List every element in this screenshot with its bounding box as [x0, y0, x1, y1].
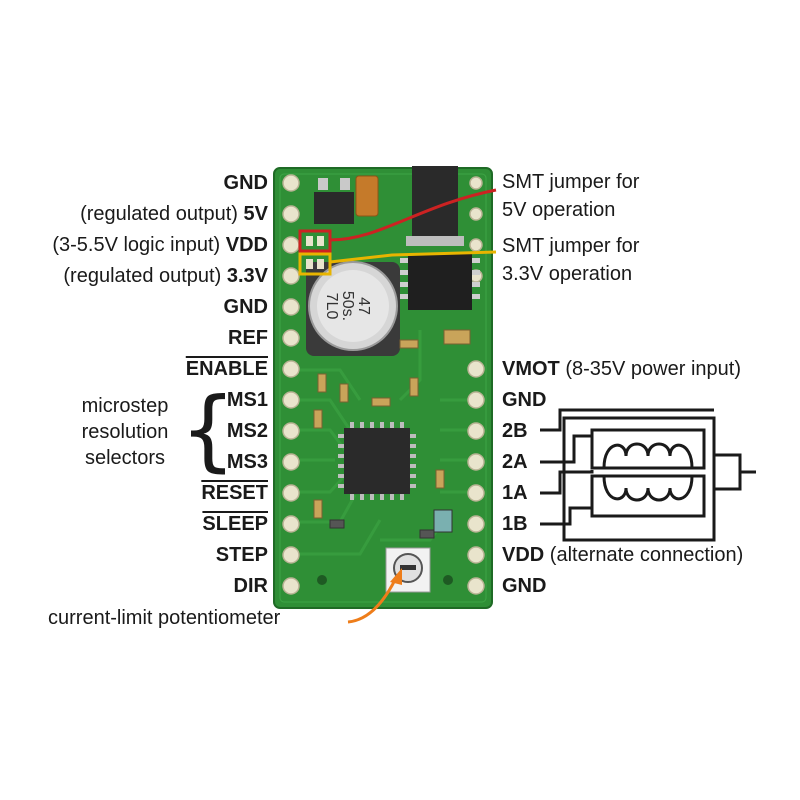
pin-label-vmot: VMOT (8-35V power input) [502, 358, 741, 380]
pin-label-3v3: (regulated output) 3.3V [63, 265, 268, 287]
pin-label-2a: 2A [502, 451, 528, 473]
pin-label-sleep: SLEEP [202, 513, 268, 535]
right-pin-pads [467, 176, 485, 595]
pin-label-ref: REF [228, 327, 268, 349]
pin-label-reset: RESET [201, 482, 268, 504]
left-pin-pads [282, 174, 300, 595]
pin-label-step: STEP [215, 544, 268, 566]
pcb-board: 47 50s. 7L0 [273, 166, 493, 609]
pin-label-5v: (regulated output) 5V [80, 203, 268, 225]
potentiometer-callout: current-limit potentiometer [48, 607, 281, 629]
soic-chip [400, 254, 480, 310]
pin-label-gnd-2: GND [223, 296, 268, 318]
pin-label-gnd-1: GND [223, 172, 268, 194]
jumper-5v-callout: SMT jumper for 5V operation [502, 171, 640, 221]
jumper-3v3-leader [329, 250, 497, 264]
pin-label-vdd: (3-5.5V logic input) VDD [52, 234, 268, 256]
pin-label-2b: 2B [502, 420, 528, 442]
tantalum-capacitor [355, 175, 379, 217]
pin-label-gnd-r2: GND [502, 575, 547, 597]
pin-label-ms3: MS3 [226, 451, 268, 473]
svg-text:50s.: 50s. [339, 291, 356, 321]
svg-text:47: 47 [355, 297, 372, 315]
jumper-3v3-box [298, 252, 332, 276]
microstep-brace-icon: { [180, 378, 236, 481]
pin-label-1a: 1A [502, 482, 528, 504]
jumper-5v-leader [329, 188, 497, 242]
electrolytic-capacitor: 47 50s. 7L0 [306, 261, 400, 356]
pin-label-ms1: MS1 [226, 389, 268, 411]
pin-label-ms2: MS2 [226, 420, 268, 442]
svg-text:7L0: 7L0 [323, 293, 340, 320]
jumper-3v3-callout: SMT jumper for 3.3V operation [502, 235, 640, 285]
stepper-motor-schematic [540, 408, 756, 542]
pin-label-enable: ENABLE [185, 358, 268, 380]
potentiometer-arrowhead [390, 568, 402, 585]
microstep-group-label: microstep resolution selectors [81, 395, 169, 469]
driver-ic [338, 422, 416, 500]
pin-label-gnd-r1: GND [502, 389, 547, 411]
potentiometer-leader [347, 577, 398, 624]
voltage-regulator [406, 166, 464, 246]
small-regulator [314, 192, 354, 224]
pin-label-dir: DIR [233, 575, 268, 597]
pin-label-vdd-alt: VDD (alternate connection) [502, 544, 744, 566]
pin-label-1b: 1B [502, 513, 528, 535]
